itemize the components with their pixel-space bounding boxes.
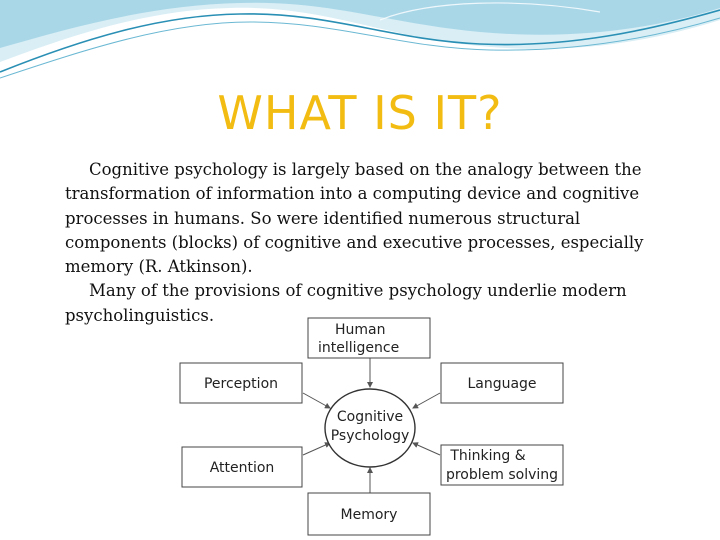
node-human-intelligence: Human intelligence bbox=[307, 317, 431, 359]
perception-label: Perception bbox=[204, 376, 278, 392]
arrow-from-language bbox=[412, 392, 441, 409]
language-label: Language bbox=[467, 376, 536, 392]
attention-label: Attention bbox=[210, 460, 275, 476]
paragraph-1: Cognitive psychology is largely based on… bbox=[65, 160, 644, 277]
memory-label: Memory bbox=[341, 507, 398, 523]
slide-title: WHAT IS IT? bbox=[217, 86, 503, 140]
node-perception: Perception bbox=[179, 362, 303, 404]
thinking-label-line2: problem solving bbox=[446, 467, 558, 483]
human-intelligence-label-line2: intelligence bbox=[318, 340, 399, 356]
node-language: Language bbox=[440, 362, 564, 404]
node-thinking-problem-solving: Thinking & problem solving bbox=[440, 444, 564, 486]
arrow-from-attention bbox=[302, 442, 331, 456]
header-wave-decoration bbox=[0, 0, 720, 79]
human-intelligence-label-line1: Human bbox=[335, 322, 386, 338]
node-attention: Attention bbox=[181, 446, 303, 488]
cognitive-psychology-diagram: Human intelligence Perception Language C… bbox=[170, 315, 580, 540]
body-text: Cognitive psychology is largely based on… bbox=[65, 158, 685, 328]
node-cognitive-psychology: Cognitive Psychology bbox=[324, 388, 416, 468]
arrow-from-perception bbox=[302, 392, 331, 409]
arrow-from-thinking bbox=[412, 442, 441, 456]
center-label-line2: Psychology bbox=[331, 428, 410, 444]
paragraph-2: Many of the provisions of cognitive psyc… bbox=[65, 281, 627, 325]
node-memory: Memory bbox=[307, 492, 431, 536]
diagram-arrows bbox=[302, 358, 441, 493]
thinking-label-line1: Thinking & bbox=[449, 448, 525, 464]
center-label-line1: Cognitive bbox=[337, 409, 403, 425]
